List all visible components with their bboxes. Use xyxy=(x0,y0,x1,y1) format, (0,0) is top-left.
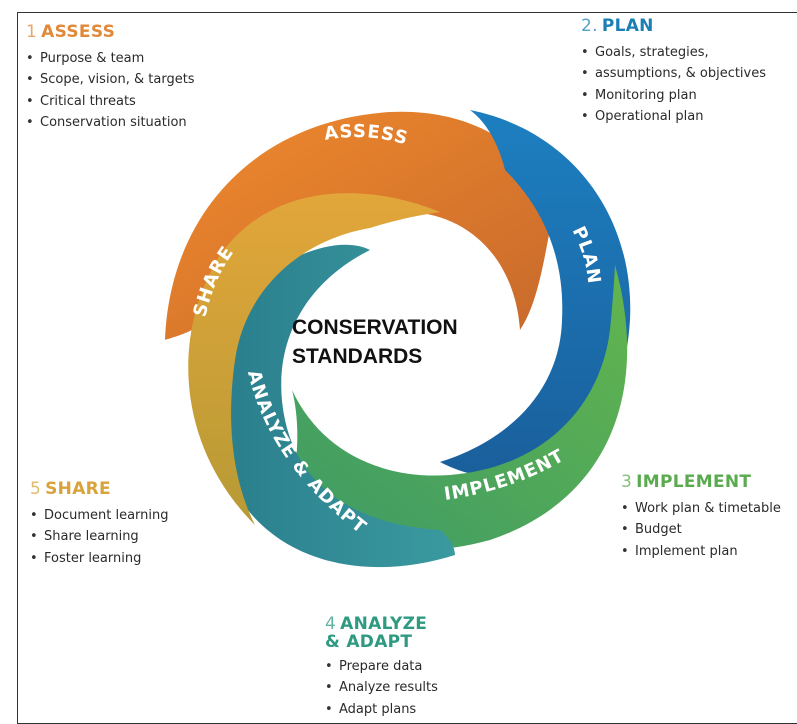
step-implement-title: IMPLEMENT xyxy=(636,472,752,492)
list-item: Goals, strategies, xyxy=(581,42,766,64)
center-title-line-1: CONSERVATION xyxy=(292,316,458,339)
list-item: Conservation situation xyxy=(26,112,195,134)
step-assess-number: 1 xyxy=(26,22,38,42)
list-item: Operational plan xyxy=(581,106,766,128)
list-item: Purpose & team xyxy=(26,48,195,70)
step-analyze-title-2: & ADAPT xyxy=(325,631,413,652)
list-item: Analyze results xyxy=(325,677,438,699)
step-plan-heading: 2.PLAN xyxy=(581,16,766,36)
list-item: Prepare data xyxy=(325,656,438,678)
list-item: Critical threats xyxy=(26,91,195,113)
wheel-segment-assess xyxy=(165,111,555,340)
center-title-line-2: STANDARDS xyxy=(292,345,423,368)
center-title: CONSERVATION STANDARDS xyxy=(292,313,532,371)
step-plan-number: 2. xyxy=(581,16,598,36)
list-item: Share learning xyxy=(30,526,169,548)
step-assess-list: Purpose & team Scope, vision, & targets … xyxy=(26,48,195,134)
list-item: Budget xyxy=(621,519,781,541)
list-item: Work plan & timetable xyxy=(621,498,781,520)
step-implement-number: 3 xyxy=(621,472,633,492)
step-share-list: Document learning Share learning Foster … xyxy=(30,505,169,570)
wheel-segment-analyze xyxy=(215,244,455,568)
list-item: Monitoring plan xyxy=(581,85,766,107)
list-item: Foster learning xyxy=(30,548,169,570)
list-item: Scope, vision, & targets xyxy=(26,69,195,91)
step-analyze-number: 4 xyxy=(325,614,337,634)
step-plan: 2.PLAN Goals, strategies, assumptions, &… xyxy=(581,16,766,128)
wheel-segment-plan xyxy=(440,110,631,477)
list-item: Adapt plans xyxy=(325,699,438,721)
wheel-segment-share xyxy=(188,193,440,525)
step-implement-list: Work plan & timetable Budget Implement p… xyxy=(621,498,781,563)
step-analyze-list: Prepare data Analyze results Adapt plans xyxy=(325,656,438,721)
step-share-number: 5 xyxy=(30,479,42,499)
list-item: Implement plan xyxy=(621,541,781,563)
list-item: Document learning xyxy=(30,505,169,527)
list-item: assumptions, & objectives xyxy=(581,63,766,85)
step-analyze-title: ANALYZE xyxy=(340,614,428,634)
step-plan-list: Goals, strategies, assumptions, & object… xyxy=(581,42,766,128)
step-assess-title: ASSESS xyxy=(41,22,116,42)
step-share-title: SHARE xyxy=(45,479,111,499)
wheel-segment-implement xyxy=(285,265,628,551)
step-plan-title: PLAN xyxy=(601,16,654,36)
